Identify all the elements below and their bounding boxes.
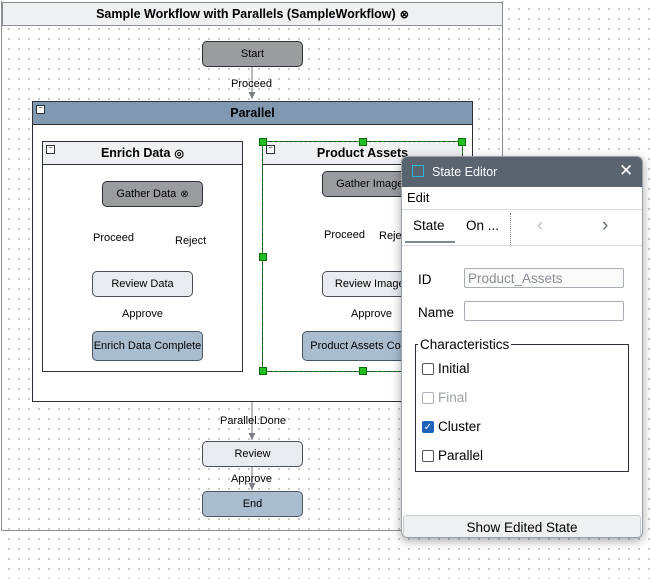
gather-images-label: Gather Images xyxy=(336,178,409,190)
workflow-title: Sample Workflow with Parallels (SampleWo… xyxy=(96,7,396,21)
review-node-label: Review xyxy=(234,448,271,460)
id-label: ID xyxy=(418,272,432,287)
tab-on-edge xyxy=(509,213,511,245)
state-editor-window: State Editor ✕ Edit State On ... ‹ › ID … xyxy=(401,156,643,538)
final-checkbox-label: Final xyxy=(438,390,468,405)
tab-state-underline xyxy=(405,241,455,243)
resize-handle[interactable] xyxy=(359,138,367,146)
review-data-node[interactable]: Review Data xyxy=(92,271,193,297)
parallel-header: Parallel xyxy=(33,102,472,125)
chevron-left-icon[interactable]: ‹ xyxy=(537,215,544,236)
edge-label-proceed: Proceed xyxy=(231,78,272,90)
initial-checkbox[interactable] xyxy=(422,363,434,375)
end-node-label: End xyxy=(242,498,263,510)
enrich-data-title: Enrich Data xyxy=(100,146,171,160)
edge-label-approve: Approve xyxy=(231,473,272,485)
edge-label-proceed: Proceed xyxy=(324,229,365,241)
chevron-right-icon[interactable]: › xyxy=(602,215,609,236)
cluster-icon: ⊗ xyxy=(180,188,189,200)
gather-data-label: Gather Data xyxy=(116,188,177,200)
enrich-data-complete-label: Enrich Data Complete xyxy=(93,340,202,352)
resize-handle[interactable] xyxy=(259,253,267,261)
parallel-title: Parallel xyxy=(230,106,275,120)
enrich-data-header: Enrich Data ◎ xyxy=(43,142,242,165)
menu-bar: Edit xyxy=(402,187,642,210)
review-data-label: Review Data xyxy=(111,278,174,290)
cluster-icon: ◎ xyxy=(174,147,185,160)
name-label: Name xyxy=(418,305,455,320)
resize-handle[interactable] xyxy=(259,367,267,375)
edge-label-approve: Approve xyxy=(351,308,392,320)
close-icon[interactable]: ✕ xyxy=(619,161,634,180)
initial-checkbox-label[interactable]: Initial xyxy=(438,361,470,376)
show-edited-state-label: Show Edited State xyxy=(466,519,578,535)
final-checkbox xyxy=(422,392,434,404)
product-assets-title: Product Assets xyxy=(316,146,409,160)
parallel-checkbox-label[interactable]: Parallel xyxy=(438,448,484,463)
menu-edit[interactable]: Edit xyxy=(407,190,430,205)
edge-label-parallel-done: Parallel.Done xyxy=(220,415,287,427)
resize-handle[interactable] xyxy=(359,367,367,375)
end-node[interactable]: End xyxy=(202,491,303,517)
window-icon xyxy=(412,165,424,177)
edge-label-approve: Approve xyxy=(122,308,163,320)
cluster-checkbox[interactable]: ✓ xyxy=(422,421,434,433)
start-node-label: Start xyxy=(240,48,265,60)
parallel-checkbox[interactable] xyxy=(422,450,434,462)
state-editor-title: State Editor xyxy=(432,165,498,179)
review-images-label: Review Images xyxy=(334,278,411,290)
cluster-icon: ⊗ xyxy=(399,8,409,21)
product-assets-collapse-button[interactable]: − xyxy=(266,145,275,154)
tab-strip-divider xyxy=(402,245,642,246)
edge-label-reject: Reject xyxy=(175,235,207,247)
state-editor-titlebar[interactable]: State Editor ✕ xyxy=(402,157,642,187)
tab-state[interactable]: State xyxy=(413,218,445,233)
resize-handle[interactable] xyxy=(458,138,466,146)
review-node[interactable]: Review xyxy=(202,441,303,467)
cluster-checkbox-label[interactable]: Cluster xyxy=(438,419,481,434)
tab-on[interactable]: On ... xyxy=(466,218,500,233)
show-edited-state-button[interactable]: Show Edited State xyxy=(403,515,641,537)
edge-label-proceed: Proceed xyxy=(93,232,134,244)
id-field[interactable] xyxy=(464,268,624,288)
workflow-title-bar: Sample Workflow with Parallels (SampleWo… xyxy=(2,2,503,26)
characteristics-label: Characteristics xyxy=(420,337,510,352)
resize-handle[interactable] xyxy=(259,138,267,146)
parallel-collapse-button[interactable]: − xyxy=(36,105,45,114)
name-field[interactable] xyxy=(464,301,624,321)
enrich-data-collapse-button[interactable]: − xyxy=(46,145,55,154)
characteristics-group: Characteristics xyxy=(415,337,629,472)
start-node[interactable]: Start xyxy=(202,41,303,67)
enrich-data-complete-node[interactable]: Enrich Data Complete xyxy=(92,331,203,361)
gather-data-node[interactable]: Gather Data ⊗ xyxy=(102,181,203,207)
